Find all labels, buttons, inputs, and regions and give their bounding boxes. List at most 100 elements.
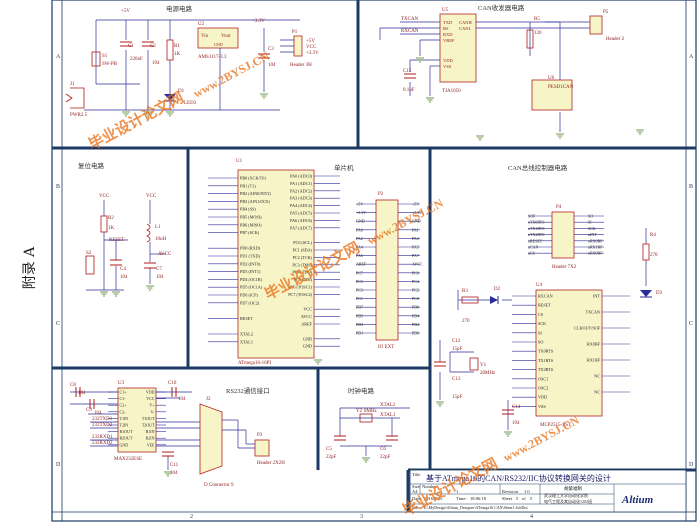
p2-right-pin-label: GND: [412, 219, 421, 224]
power-plus33-label: +3.3V: [252, 19, 265, 24]
c5-value: 22pF: [326, 455, 337, 460]
u4-right-pin-label: INT: [593, 294, 600, 299]
u3-ref: U3: [118, 381, 125, 386]
mcu-left-pin-label: PB0 (XCK/T0): [240, 176, 266, 181]
p4-right-pin-label: SI: [588, 220, 592, 225]
r2-ref: R2: [108, 216, 114, 221]
clock-wires: [339, 407, 410, 456]
mcu-left-pin-label: PB6 (MISO): [240, 222, 262, 227]
mcu-right-pin-label: VCC: [303, 307, 312, 312]
c4-value: 104: [120, 275, 128, 280]
u5-pin-vss: VSS: [443, 64, 452, 69]
p2-right-pin-label: PC2: [412, 288, 419, 293]
p4-right-pin-label: nRX0BF: [588, 251, 603, 256]
c6-ref: C6: [380, 447, 386, 452]
p3-value: Header 2X2H: [257, 461, 285, 466]
row-label-b-right: B: [689, 184, 693, 190]
u4-left-pin-label: CS: [538, 312, 544, 317]
p2-left-pin-label: PC3: [356, 288, 363, 293]
mcu-left-pin-label: PD2 (INT0): [240, 261, 261, 266]
d1-led-label: LED3: [184, 101, 197, 106]
u2-vout: Vout: [221, 34, 231, 39]
watermarks: 毕业设计论文网 www.2BYSJ.CN 毕业设计论文网 www.2BYSJ.C…: [85, 49, 581, 520]
c3-value: 104: [268, 63, 276, 68]
s1-value: SW-PB: [102, 62, 118, 67]
u4-left-pin-label: SO: [538, 340, 543, 345]
u2-gnd: GND: [214, 42, 223, 47]
u6-value: PESD1CAN: [548, 85, 574, 90]
u5-pin-canl: CANL: [459, 26, 472, 31]
u5-pin-rxd: RXD: [443, 32, 453, 37]
c9-ref: C9: [86, 408, 92, 413]
title-label: Title: [412, 472, 420, 477]
p2-value: IO EXT: [378, 345, 394, 350]
file-label: File:: [412, 505, 420, 510]
p1-pin1-label: +5V: [306, 39, 315, 44]
p2-left-pins: +5V+3.3VGNDPA0PA2PA4PA6AREFPC7PC5PC3PC1P…: [356, 202, 376, 336]
col-label-4: 4: [530, 514, 533, 520]
y1-ref: Y1: [480, 363, 487, 368]
j2-value: D Connector 9: [204, 483, 234, 488]
p5-value: Header 2: [606, 37, 625, 42]
u1-body: [237, 169, 315, 359]
p2-left-pin-label: PC5: [356, 279, 363, 284]
mcu-right-pin-label: PC5 (TDI): [294, 277, 313, 282]
section-title-power: 电源电路: [166, 4, 193, 13]
mcu-left-pin-label: PB1 (T1): [240, 183, 256, 188]
c10-value: 104: [178, 397, 186, 402]
u3-right-pin-label: VEE: [147, 442, 155, 447]
l1-vcc-label: VCC: [146, 194, 157, 199]
p4-left-pin-label: SOF: [528, 214, 536, 219]
mcu-right-pin-label: PC1 (SDA): [293, 248, 313, 253]
u4-body: [535, 289, 603, 417]
p4-left-pin-label: nTX2RTS: [528, 232, 544, 237]
mcu-left-pin-label: XTAL1: [240, 339, 253, 344]
mcu-right-pin-label: PC4 (TDO): [292, 270, 312, 275]
u1-ref: U1: [236, 159, 243, 164]
u5-pin-rs: RS: [443, 26, 449, 31]
u3-body: [117, 387, 157, 453]
p2-right-pin-label: PD0: [412, 331, 419, 336]
col-label-3: 3: [360, 514, 363, 520]
u5-pin-vdd: VDD: [443, 58, 453, 63]
mcu-right-pin-label: PC7 (TOSC2): [288, 292, 312, 297]
p2-right-pins: +5V+3.3VGNDPA1PA3PA5PA7AVCCPC6PC4PC2PC0P…: [398, 202, 423, 336]
p2-left-pin-label: GND: [356, 219, 365, 224]
p2-right-pin-label: PA7: [412, 253, 419, 258]
p2-left-pin-label: PD7: [356, 305, 363, 310]
net-232txd2: 232TXD2: [92, 423, 113, 428]
p4-left-pin-label: nRESET: [528, 238, 543, 243]
u4-right-pin-label: TXCAN: [586, 310, 600, 315]
u4-left-pin-label: VDD: [538, 395, 547, 400]
c6-value: 22pF: [380, 455, 391, 460]
c8-ref: C8: [70, 383, 76, 388]
row-label-d-right: D: [689, 462, 694, 468]
reset-wires: [86, 200, 166, 291]
u5-pin-vref: VREF: [443, 38, 455, 43]
u4-left-pin-label: OSC2: [538, 386, 548, 391]
mcu-right-pin-label: AVCC: [301, 314, 312, 319]
y1-body: [469, 357, 479, 371]
section-title-clock: 时钟电路: [348, 386, 375, 395]
u4-value: MCP2515-I/ST: [540, 423, 571, 428]
section-title-can-transceiver: CAN收发器电路: [478, 3, 525, 12]
mcu-left-pin-label: PD6 (ICP): [240, 293, 258, 298]
mcu-right-pin-label: PA1 (ADC1): [290, 181, 312, 186]
r3-value: 270: [462, 319, 470, 324]
p2-left-pin-label: PD5: [356, 313, 363, 318]
u3-left-pin-label: C2+: [120, 403, 128, 408]
u5-ref: U5: [442, 8, 449, 13]
u4-left-pin-label: RESET: [538, 303, 551, 308]
reset-net-label: RESET: [109, 238, 124, 243]
p2-right-pin-label: +3.3V: [412, 210, 422, 215]
y2-body: [359, 413, 373, 423]
p4-right-pin-label: SO: [588, 214, 593, 219]
c11-ref: C11: [170, 463, 179, 468]
p4-right-pin-label: SCK: [588, 226, 596, 231]
schematic-title: 基于ATmega16的CAN/RS232/IIC协议转换网关的设计: [426, 473, 611, 483]
p5-ref: P5: [603, 10, 609, 15]
u3-left-pin-label: C1-: [120, 396, 127, 401]
c5-ref: C5: [326, 447, 332, 452]
